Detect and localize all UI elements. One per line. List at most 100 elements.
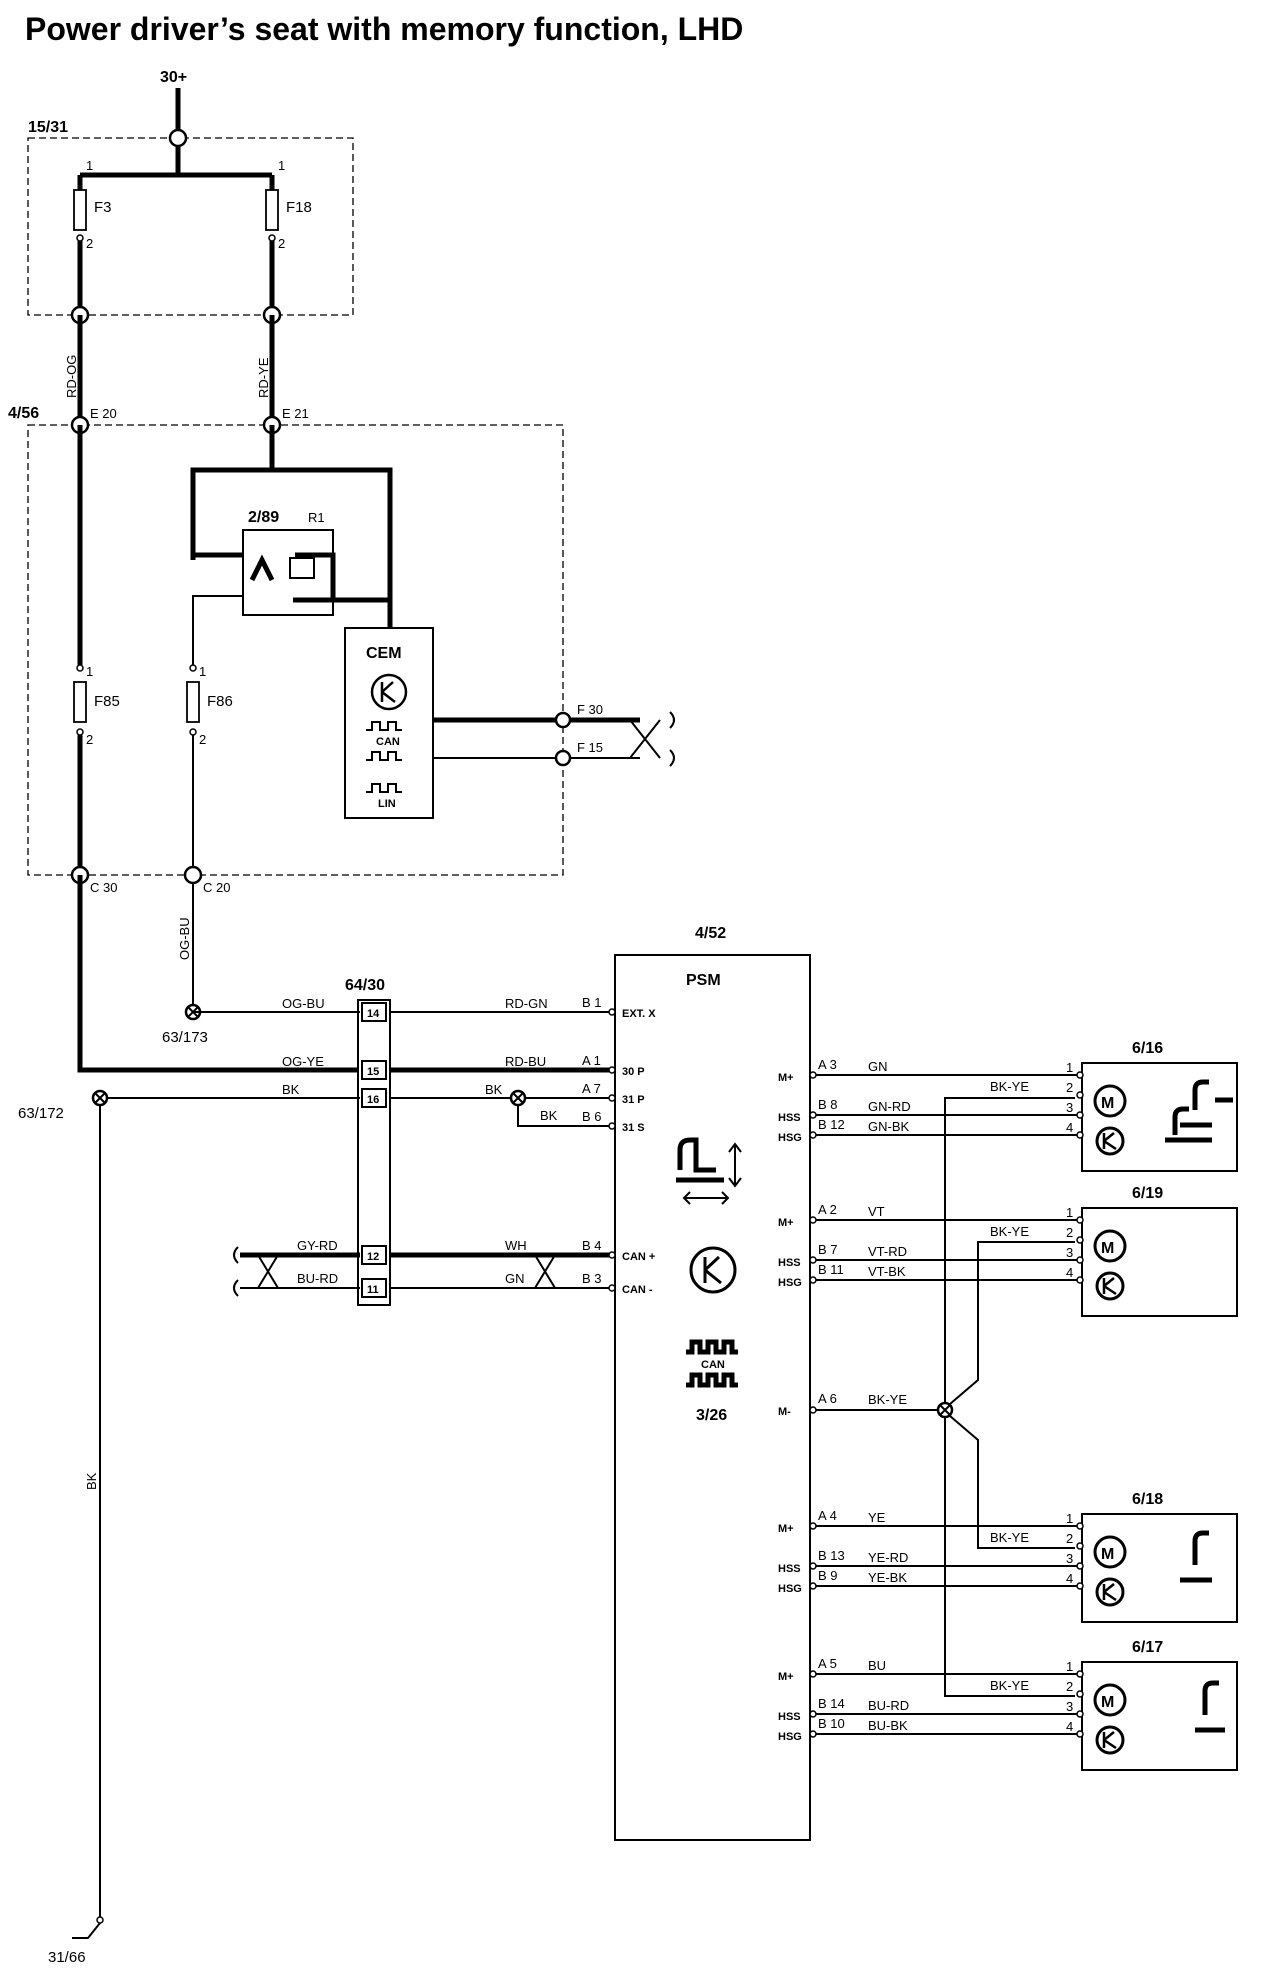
motor-unit-6-19 — [1081, 1207, 1238, 1317]
psm-pin-b1: B 1 — [582, 995, 602, 1010]
cem-can-label: CAN — [376, 736, 400, 748]
psm-pin-b1-label: EXT. X — [622, 1008, 656, 1020]
motor-unit-6-17 — [1081, 1661, 1238, 1771]
motor-terminal-3: 3 — [1066, 1100, 1073, 1115]
motor-ground-wire: BK-YE — [990, 1079, 1029, 1094]
fuse-box-15-31 — [27, 137, 354, 316]
motor-wire-label: YE-RD — [868, 1550, 908, 1565]
motor-ground-wire: BK-YE — [990, 1530, 1029, 1545]
relay-loop — [190, 467, 393, 628]
motor-ground-wire: BK-YE — [990, 1224, 1029, 1239]
psm-m-minus-pin: A 6 — [818, 1391, 837, 1406]
motor-terminal-1: 1 — [1066, 1511, 1073, 1526]
psm-output-pin: B 7 — [818, 1242, 838, 1257]
motor-icon — [1093, 1683, 1127, 1717]
motor-wire-label: VT-BK — [868, 1264, 906, 1279]
psm-control-icon — [689, 1246, 737, 1294]
hall-sensor-icon — [1095, 1271, 1125, 1301]
fuse-f3 — [73, 189, 87, 231]
motor-letter: M — [1101, 1240, 1114, 1257]
cem-label: CEM — [366, 645, 402, 662]
motor-wire-label: BU — [868, 1658, 886, 1673]
motor-letter: M — [1101, 1095, 1114, 1112]
motor-id-6-18: 6/18 — [1132, 1491, 1163, 1508]
terminal-30-label: 30+ — [160, 69, 187, 86]
cem-lin-icon — [366, 783, 402, 793]
motor-wire-label: VT — [868, 1204, 885, 1219]
ground-label: 31/66 — [48, 1949, 86, 1966]
connector-pin-14: 14 — [367, 1008, 380, 1020]
f85-pin-2: 2 — [86, 732, 93, 747]
wire-r-2: RD-BU — [505, 1054, 546, 1069]
psm-output-label: HSG — [778, 1277, 802, 1289]
motor-wire-label: YE — [868, 1510, 886, 1525]
motor-terminal-2: 2 — [1066, 1531, 1073, 1546]
fuse-f86 — [186, 681, 200, 723]
psm-output-label: HSS — [778, 1711, 801, 1723]
motor-terminal-4: 4 — [1066, 1120, 1073, 1135]
psm-pin-a7: A 7 — [582, 1081, 601, 1096]
f3-pin-1: 1 — [86, 158, 93, 173]
diagram-title: Power driver’s seat with memory function… — [25, 11, 743, 47]
psm-pin-b3: B 3 — [582, 1271, 602, 1286]
connector-pins: 14 15 16 12 11 — [361, 1002, 387, 1298]
psm-ground-wire-label: BK — [540, 1108, 558, 1123]
cem-can-icon — [366, 721, 402, 731]
can-twist-left-icon — [257, 1254, 279, 1289]
motor-wire-label: GN-BK — [868, 1119, 910, 1134]
motor-terminal-2: 2 — [1066, 1679, 1073, 1694]
fuse-f18 — [265, 189, 279, 231]
psm-output-pin: B 11 — [818, 1262, 844, 1277]
connector-pin-16: 16 — [367, 1094, 379, 1106]
hall-sensor-icon — [1095, 1577, 1125, 1607]
connector-64-30-label: 64/30 — [345, 977, 385, 994]
psm-output-pin: A 3 — [818, 1057, 837, 1072]
motor-terminal-3: 3 — [1066, 1245, 1073, 1260]
psm-can-label: CAN — [701, 1359, 725, 1371]
psm-output-label: M+ — [778, 1523, 794, 1535]
motor-id-6-17: 6/17 — [1132, 1639, 1163, 1656]
cem-twist-icon — [629, 719, 661, 759]
fuse-f86-label: F86 — [207, 693, 233, 710]
hall-sensor-icon — [1095, 1126, 1125, 1156]
motor-terminal-1: 1 — [1066, 1060, 1073, 1075]
motor-terminal-2: 2 — [1066, 1080, 1073, 1095]
motor-terminal-4: 4 — [1066, 1265, 1073, 1280]
relay-coil — [289, 557, 315, 579]
psm-left-pins: B 1 EXT. X A 1 30 P A 7 31 P B 6 31 S B … — [582, 995, 656, 1296]
wire-l-2: OG-YE — [282, 1054, 324, 1069]
motor-unit-6-18 — [1081, 1513, 1238, 1623]
psm-output-pin: B 10 — [818, 1716, 845, 1731]
motor-terminal-3: 3 — [1066, 1699, 1073, 1714]
wire-r-5: GN — [505, 1271, 525, 1286]
ground-symbol — [72, 1922, 101, 1939]
psm-output-label: HSS — [778, 1257, 801, 1269]
seat-movement-icon — [1180, 1079, 1212, 1143]
relay-id: 2/89 — [248, 509, 279, 526]
motor-id-6-16: 6/16 — [1132, 1040, 1163, 1057]
psm-output-label: M+ — [778, 1072, 794, 1084]
cem-box-label: 4/56 — [8, 405, 39, 422]
psm-module — [614, 954, 811, 1841]
motor-ground-wire: BK-YE — [990, 1678, 1029, 1693]
psm-pin-b4-label: CAN + — [622, 1251, 655, 1263]
wire-l-3: BK — [282, 1082, 300, 1097]
fuse-box-15-31-label: 15/31 — [28, 119, 68, 136]
psm-output-pin: B 14 — [818, 1696, 845, 1711]
motor-wire-label: BU-BK — [868, 1718, 908, 1733]
wire-r-3: BK — [485, 1082, 503, 1097]
motor-icon — [1093, 1229, 1127, 1263]
psm-output-label: HSS — [778, 1112, 801, 1124]
relay-contact — [249, 554, 275, 582]
connector-e20-label: E 20 — [90, 406, 117, 421]
motor-icon — [1093, 1084, 1127, 1118]
psm-id: 4/52 — [695, 925, 726, 942]
f18-pin-1: 1 — [278, 158, 285, 173]
psm-output-label: HSS — [778, 1563, 801, 1575]
motor-terminal-1: 1 — [1066, 1205, 1073, 1220]
wire-r-4: WH — [505, 1238, 527, 1253]
psm-output-label: HSG — [778, 1731, 802, 1743]
psm-seat-icon — [676, 1137, 724, 1183]
psm-output-label: HSG — [778, 1583, 802, 1595]
